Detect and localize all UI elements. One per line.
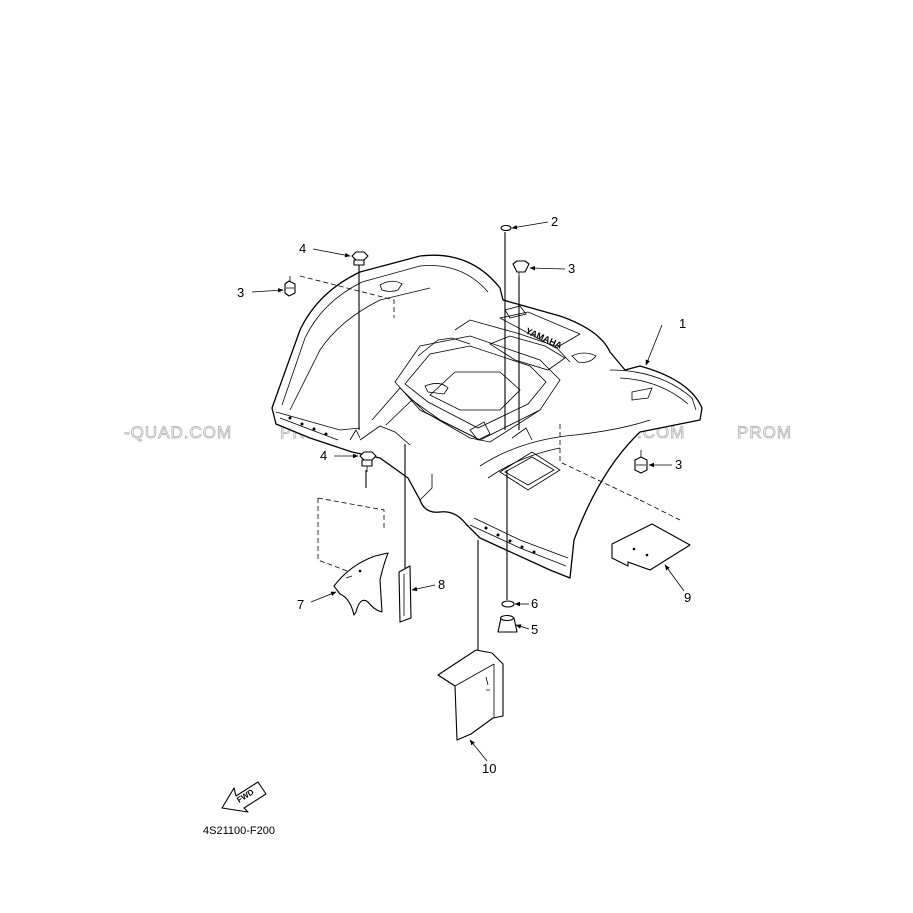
- reference-lines: [299, 232, 681, 650]
- fwd-arrow-icon: FWD: [221, 781, 267, 813]
- watermark-segment-4: PROM: [737, 423, 792, 442]
- watermark-segment-1: -QUAD.COM: [124, 423, 232, 442]
- callout-3-right: 3: [675, 457, 682, 472]
- callout-6: 6: [531, 596, 538, 611]
- callout-2: 2: [551, 214, 558, 229]
- callout-3-left: 3: [237, 285, 244, 300]
- rim-rivets-left: [288, 416, 328, 436]
- flange-bolt-4-lower: [359, 451, 377, 472]
- callout-4-top: 4: [299, 241, 306, 256]
- bracket-8: [398, 565, 412, 623]
- callout-7: 7: [297, 597, 304, 612]
- callout-10: 10: [482, 761, 496, 776]
- rim-rivets-right: [484, 526, 536, 554]
- screw-3-top: [512, 260, 530, 284]
- callout-1: 1: [679, 316, 686, 331]
- callout-3-top: 3: [568, 261, 575, 276]
- drawing-code: 4S21100-F200: [203, 825, 275, 837]
- flange-bolt-4-top: [351, 251, 369, 272]
- screw-3-right: [634, 450, 648, 474]
- rear-fender-body: YAMAHA: [271, 254, 703, 579]
- nut-5: [497, 614, 518, 633]
- screw-3-left: [284, 276, 296, 297]
- cover-plate-9: [611, 523, 691, 571]
- callouts: 1 2 3 3 3 4 4 5 6 7 8 9 10: [237, 214, 691, 776]
- callout-9: 9: [684, 590, 691, 605]
- mud-flap-7: [333, 552, 389, 616]
- callout-4-lower: 4: [320, 448, 327, 463]
- callout-5: 5: [531, 622, 538, 637]
- guard-10: [437, 649, 504, 741]
- washer-6: [501, 600, 515, 608]
- rivet-2: [500, 224, 512, 232]
- callout-8: 8: [438, 577, 445, 592]
